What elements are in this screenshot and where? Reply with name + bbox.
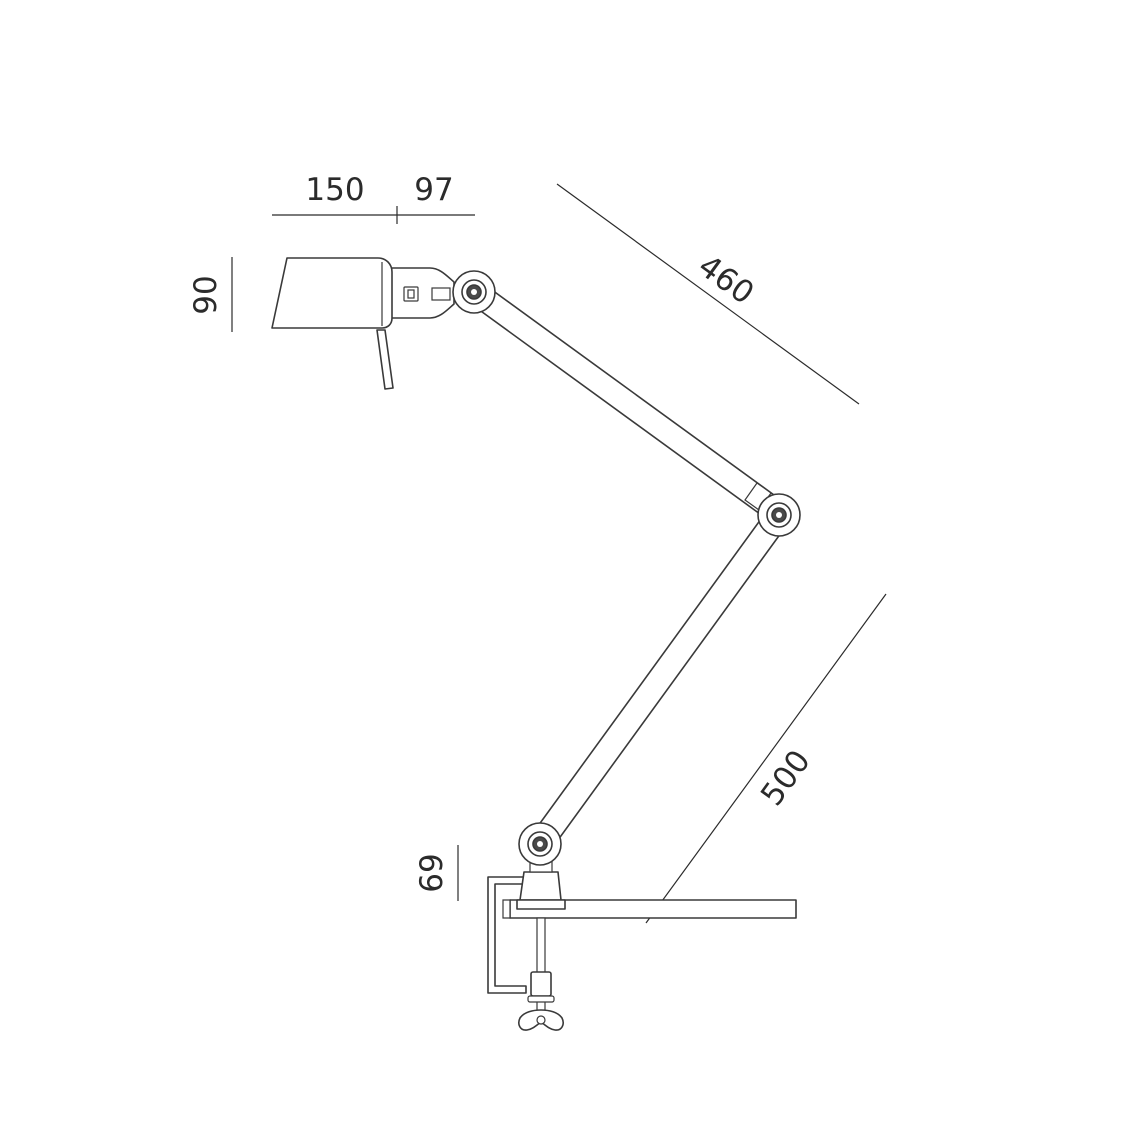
- base-collar: [516, 899, 566, 910]
- wing-nut-hub: [536, 1015, 546, 1025]
- elbow-joint: [757, 493, 801, 537]
- dim-label-shade-length: 150: [305, 172, 364, 208]
- base-joint: [518, 822, 562, 866]
- lamp-shade: [271, 257, 393, 329]
- dim-label-shade-offset: 97: [414, 172, 453, 208]
- lower-arm-dim-line: [645, 593, 887, 924]
- dimension-lines: [231, 183, 887, 924]
- shade-connector-pin: [431, 287, 451, 301]
- upper-arm: [466, 281, 786, 523]
- upper-arm-dim-line: [556, 183, 860, 405]
- dim-label-base-height: 69: [414, 853, 450, 892]
- lamp-illustration: [271, 257, 801, 1031]
- clamp-jaw: [502, 899, 511, 919]
- dim-label-upper-arm: 460: [691, 248, 760, 312]
- shade-handle: [376, 329, 394, 390]
- dim-label-shade-height: 90: [188, 275, 224, 314]
- shade-joint: [452, 270, 496, 314]
- lower-arm: [529, 507, 790, 852]
- shade-connector: [390, 267, 455, 319]
- clamp-screw-washer: [527, 995, 555, 1003]
- shade-switch-inner: [407, 289, 415, 299]
- clamp-screw-nut: [530, 971, 552, 997]
- dim-label-lower-arm: 500: [754, 744, 818, 813]
- base-socket: [519, 871, 562, 901]
- clamp-frame: [487, 876, 527, 994]
